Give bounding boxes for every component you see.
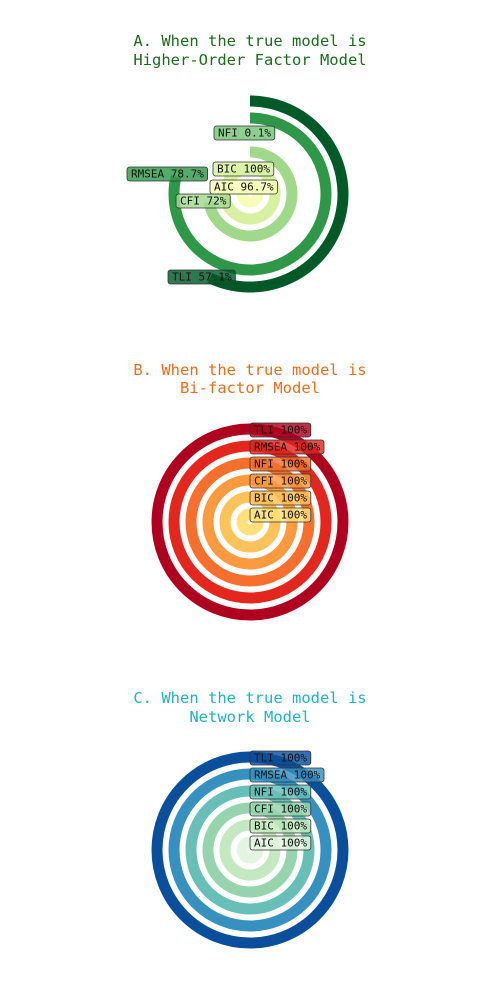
data-label-box bbox=[249, 767, 325, 783]
data-label-box bbox=[126, 166, 208, 182]
data-label-cfi: CFI 100% bbox=[254, 803, 307, 816]
data-label-aic: AIC 96.7% bbox=[214, 181, 274, 194]
bar-rmsea bbox=[168, 440, 332, 604]
data-label-box bbox=[249, 818, 312, 834]
data-label-box bbox=[249, 422, 312, 438]
data-label-bic: BIC 100% bbox=[217, 163, 270, 176]
data-label-aic: AIC 100% bbox=[254, 509, 307, 522]
bar-cfi bbox=[203, 146, 298, 242]
data-label-box bbox=[249, 750, 312, 766]
data-label-box bbox=[249, 835, 312, 851]
data-label-rmsea: RMSEA 78.7% bbox=[131, 168, 204, 181]
chart-title-line: Higher-Order Factor Model bbox=[133, 51, 366, 69]
data-label-tli: TLI 57.1% bbox=[172, 271, 232, 284]
data-label-cfi: CFI 72% bbox=[180, 195, 227, 208]
data-label-box bbox=[249, 490, 312, 506]
data-label-box bbox=[249, 784, 312, 800]
chart-title-line: Network Model bbox=[189, 708, 310, 726]
chart-title-line: A. When the true model is bbox=[133, 32, 366, 50]
bar-tli bbox=[151, 751, 349, 949]
data-label-box bbox=[249, 439, 325, 455]
data-label-box bbox=[249, 507, 312, 523]
data-label-bic: BIC 100% bbox=[254, 820, 307, 833]
data-label-tli: TLI 100% bbox=[254, 752, 307, 765]
data-label-bic: BIC 100% bbox=[254, 492, 307, 505]
data-label-nfi: NFI 0.1% bbox=[218, 127, 271, 140]
data-label-rmsea: RMSEA 100% bbox=[254, 441, 321, 454]
chart-title-line: Bi-factor Model bbox=[180, 379, 320, 397]
data-label-aic: AIC 100% bbox=[254, 837, 307, 850]
data-label-rmsea: RMSEA 100% bbox=[254, 769, 321, 782]
data-label-box bbox=[167, 269, 236, 285]
data-label-box bbox=[249, 456, 312, 472]
bar-tli bbox=[151, 423, 349, 621]
data-label-box bbox=[212, 161, 275, 177]
bar-rmsea bbox=[168, 768, 332, 932]
data-label-nfi: NFI 100% bbox=[254, 786, 307, 799]
chart-title-line: C. When the true model is bbox=[133, 689, 366, 707]
data-label-box bbox=[213, 125, 276, 141]
data-label-cfi: CFI 100% bbox=[254, 475, 307, 488]
data-label-box bbox=[249, 801, 312, 817]
data-label-box bbox=[175, 193, 231, 209]
bar-rmsea bbox=[168, 112, 332, 276]
bar-tli bbox=[207, 95, 349, 293]
data-label-tli: TLI 100% bbox=[254, 424, 307, 437]
chart-title-line: B. When the true model is bbox=[133, 361, 366, 379]
data-label-box bbox=[209, 179, 278, 195]
data-label-box bbox=[249, 473, 312, 489]
data-label-nfi: NFI 100% bbox=[254, 458, 307, 471]
